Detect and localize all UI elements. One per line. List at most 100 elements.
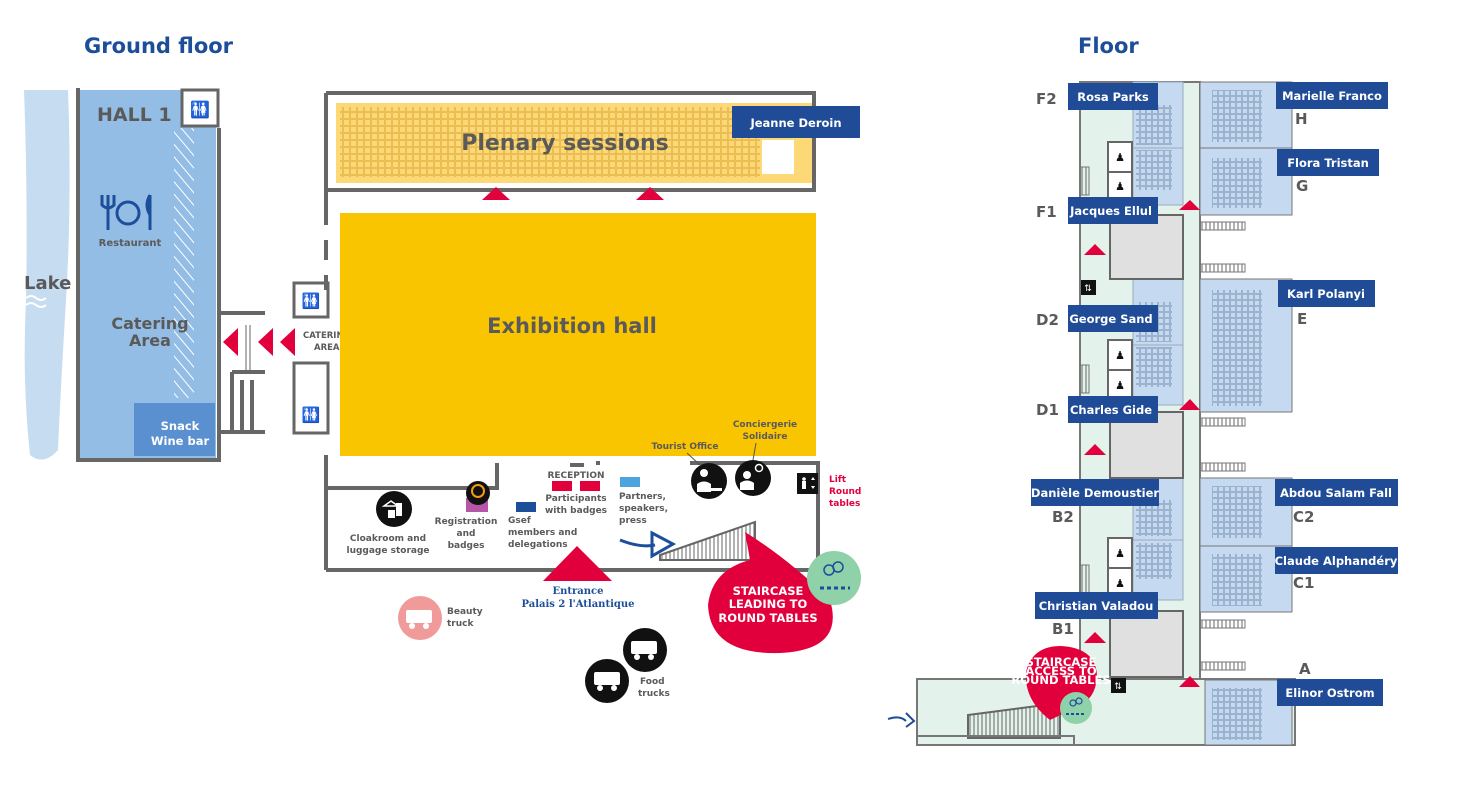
room-label-jacques-ellul[interactable]: Jacques Ellul [1068, 197, 1158, 224]
room-name: Danièle Demoustier [1031, 486, 1159, 500]
tourist-office-label: Tourist Office [652, 442, 719, 452]
room-label-rosa-parks[interactable]: Rosa Parks [1068, 83, 1158, 110]
toilet-icon: ♟ [1115, 577, 1125, 590]
floor-staircase-bubble[interactable]: STAIRCASE ACCESS TO ROUND TABLES [1011, 646, 1111, 724]
lift-icon[interactable]: ⇅ [1081, 280, 1096, 295]
partners-color-key [620, 477, 640, 487]
cloakroom-label-2: luggage storage [346, 546, 429, 556]
arrow-left-icon [258, 328, 273, 356]
exhibition-hall[interactable]: Exhibition hall [340, 213, 816, 456]
floor-staircase-label-2: ACCESS TO [1025, 664, 1097, 678]
registration-label-3: badges [448, 541, 485, 551]
staircase-round-tables-bubble[interactable]: STAIRCASE LEADING TO ROUND TABLES [708, 532, 861, 654]
arrow-right-icon [887, 712, 916, 728]
gsef-color-key [516, 502, 536, 512]
room-label-christian-valadou[interactable]: Christian Valadou [1035, 592, 1158, 619]
tourist-office-icon[interactable] [691, 463, 727, 499]
room-label-george-sand[interactable]: George Sand [1068, 305, 1158, 332]
connector: CATERING AREA 🚻 🚻 [221, 93, 351, 570]
toilets-icon [292, 281, 330, 319]
room-label-claude-alphandery[interactable]: Claude Alphandéry [1275, 547, 1398, 574]
cloakroom-label-1: Cloakroom and [350, 534, 426, 544]
conciergerie-icon[interactable] [735, 460, 771, 496]
room-label-jeanne-deroin[interactable]: Jeanne Deroin [732, 106, 860, 138]
room-label-marielle-franco[interactable]: Marielle Franco [1276, 82, 1388, 109]
svg-text:⇅: ⇅ [1084, 284, 1092, 294]
floor-staircase-label-1: STAIRCASE [1026, 655, 1097, 669]
beauty-truck[interactable]: Beauty truck [398, 596, 483, 640]
gsef-label-2: members and [508, 528, 577, 538]
room-name: Claude Alphandéry [1275, 554, 1398, 568]
conciergerie-label-2: Solidaire [743, 432, 788, 442]
room-name: Flora Tristan [1287, 156, 1369, 170]
code-h: H [1295, 110, 1308, 128]
room-name: Jacques Ellul [1069, 204, 1152, 218]
participants-color-key [552, 481, 572, 491]
svg-text:🚻: 🚻 [302, 292, 321, 310]
lift-label-2: Round [829, 487, 861, 497]
plenary-label: Plenary sessions [461, 131, 669, 156]
toilets-icon [292, 361, 330, 435]
lift-icon[interactable] [797, 473, 818, 494]
entrance-label-1: Entrance [553, 586, 604, 597]
hall-1[interactable]: 🚻 HALL 1 Restaurant Catering Area Snack … [76, 88, 221, 462]
ground-floor-title: Ground floor [84, 34, 234, 58]
arrow-up-icon [1084, 244, 1106, 255]
arrow-left-icon [223, 328, 238, 356]
code-d2: D2 [1036, 311, 1059, 329]
toilet-icon: ♟ [1115, 349, 1125, 362]
code-e: E [1297, 310, 1307, 328]
plenary-sessions-room[interactable]: Plenary sessions [326, 91, 816, 200]
room-label-elinor-ostrom[interactable]: Elinor Ostrom [1277, 679, 1383, 706]
gsef-label-1: Gsef [508, 516, 531, 526]
arrow-up-icon [482, 187, 510, 200]
lift-icon[interactable]: ⇅ [1111, 678, 1126, 693]
room-label-flora-tristan[interactable]: Flora Tristan [1277, 149, 1379, 176]
lake: Lake [24, 90, 71, 460]
catering-area-label-1: Catering [111, 314, 188, 333]
catering-area-small-2: AREA [314, 343, 340, 353]
room-label-abdou-salam-fall[interactable]: Abdou Salam Fall [1275, 479, 1398, 506]
lift-label-3: tables [829, 499, 860, 509]
food-trucks-label-2: trucks [638, 689, 670, 699]
room-name: Elinor Ostrom [1285, 686, 1374, 700]
beauty-truck-label-2: truck [447, 619, 474, 629]
arrow-right-icon [650, 530, 677, 559]
staircase-label-2: LEADING TO [729, 597, 808, 611]
reception-label: RECEPTION [547, 471, 604, 481]
svg-text:🚻: 🚻 [302, 406, 321, 424]
room-name: George Sand [1069, 312, 1152, 326]
toilet-icon: ♟ [1115, 547, 1125, 560]
code-a: A [1299, 660, 1311, 678]
food-trucks[interactable]: Food trucks [585, 628, 670, 703]
partners-label-1: Partners, [619, 492, 666, 502]
restaurant-label: Restaurant [99, 238, 162, 249]
arrow-up-icon [1179, 399, 1200, 410]
water-icon [25, 295, 47, 308]
registration-logo-icon [466, 481, 490, 505]
cloakroom-icon[interactable] [376, 491, 412, 527]
participants-label-2: with badges [545, 506, 607, 516]
catering-area-label-2: Area [129, 331, 171, 350]
room-label-karl-polanyi[interactable]: Karl Polanyi [1278, 280, 1375, 307]
entrance-label-2: Palais 2 l'Atlantique [521, 599, 634, 610]
code-b2: B2 [1052, 508, 1074, 526]
participants-label-1: Participants [545, 494, 606, 504]
arrow-up-icon [1179, 200, 1200, 210]
food-trucks-label-1: Food [640, 677, 665, 687]
round-table-icon [1060, 692, 1092, 724]
room-label-charles-gide[interactable]: Charles Gide [1068, 396, 1158, 423]
code-g: G [1296, 177, 1308, 195]
floor-staircase-label-3: ROUND TABLES [1011, 673, 1110, 687]
svg-text:⇅: ⇅ [1114, 682, 1122, 692]
room-label-daniele-demoustier[interactable]: Danièle Demoustier [1031, 479, 1159, 506]
staircase-label-1: STAIRCASE [733, 584, 804, 598]
entrance[interactable]: Entrance Palais 2 l'Atlantique [521, 546, 635, 610]
code-f1: F1 [1036, 203, 1057, 221]
snack-wine-bar[interactable] [134, 403, 215, 456]
arrow-left-icon [280, 328, 295, 356]
conciergerie-label-1: Conciergerie [733, 420, 797, 430]
entrance-arrow-icon [543, 546, 612, 581]
toilet-icon: ♟ [1115, 379, 1125, 392]
